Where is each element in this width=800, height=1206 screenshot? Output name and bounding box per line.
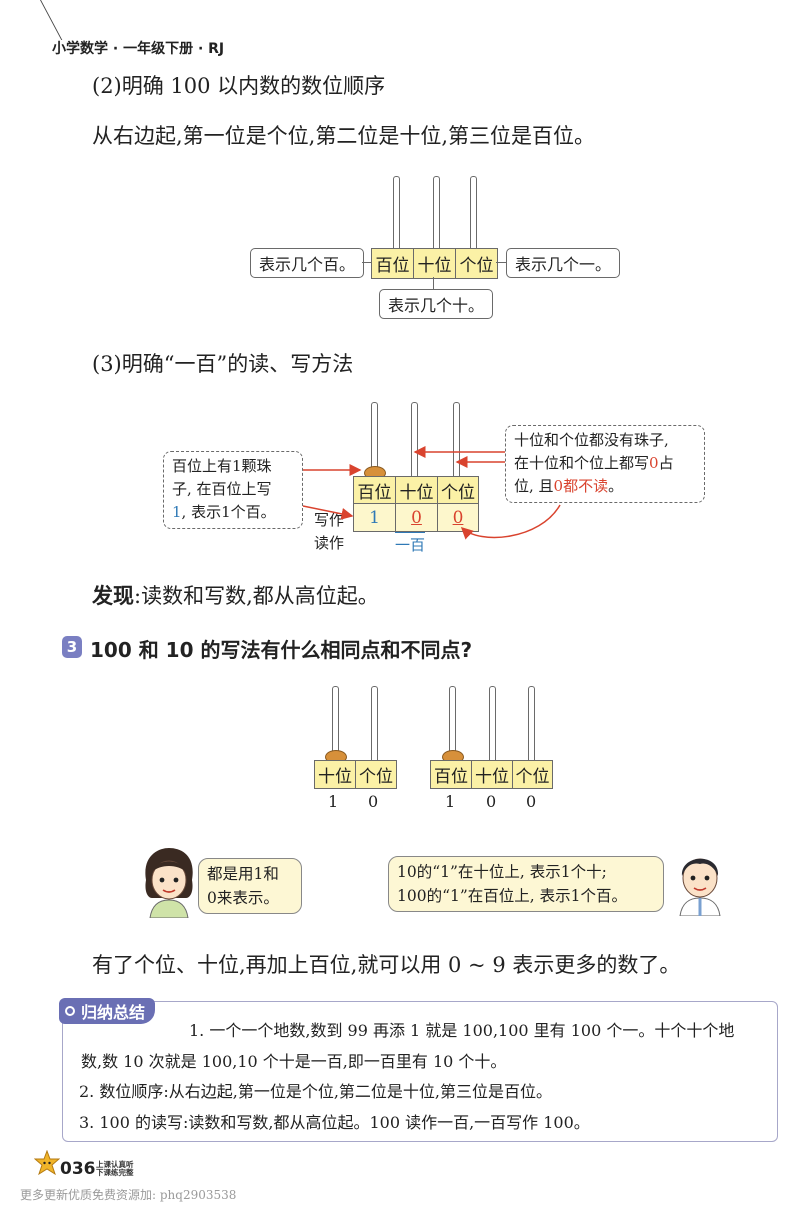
row-label-read: 读作 — [314, 534, 345, 552]
place-ones: 个位 — [441, 483, 475, 503]
place-ones: 个位 — [515, 767, 550, 787]
place-ones: 个位 — [459, 256, 494, 276]
abacus-rod — [470, 176, 477, 249]
abacus-rod — [433, 176, 440, 249]
abacus-rod — [411, 402, 418, 477]
digit-ones: 0 — [368, 792, 379, 811]
summary-badge: 归纳总结 — [59, 998, 156, 1024]
digit-tens: 1 — [328, 792, 339, 811]
row-label-write: 写作 — [314, 511, 345, 529]
digit-hundreds: 1 — [445, 792, 456, 811]
discovery: 发现:读数和写数,都从高位起。 — [92, 580, 379, 610]
boy-avatar — [679, 858, 721, 916]
girl-avatar — [145, 848, 193, 918]
place-hundreds: 百位 — [372, 249, 414, 278]
summary-line-1a: 1. 一个一个地数,数到 99 再添 1 就是 100,100 里有 100 个… — [189, 1021, 735, 1040]
place-value-table: 十位 个位 — [314, 760, 397, 789]
page-number: 036 — [60, 1159, 96, 1179]
place-value-table: 百位 十位 个位 — [371, 248, 498, 279]
place-tens: 十位 — [472, 761, 513, 788]
book-title: 小学数学 · 一年级下册 · RJ — [52, 41, 225, 57]
abacus-rod — [371, 686, 378, 761]
abacus-rod — [332, 686, 339, 761]
boy-speech-bubble: 10的“1”在十位上, 表示1个十; 100的“1”在百位上, 表示1个百。 — [388, 856, 664, 912]
section2-heading: (2)明确 100 以内数的数位顺序 — [92, 74, 386, 98]
abacus-rod — [489, 686, 496, 761]
digit-ones: 0 — [452, 507, 464, 528]
abacus-rod — [528, 686, 535, 761]
digit-tens: 0 — [396, 504, 438, 531]
girl-speech-bubble: 都是用1和 0来表示。 — [198, 858, 302, 914]
abacus-rod — [393, 176, 400, 249]
summary-line-2: 2. 数位顺序:从右边起,第一位是个位,第二位是十位,第三位是百位。 — [79, 1082, 553, 1101]
label-hundreds: 表示几个百。 — [250, 248, 364, 278]
place-tens: 十位 — [315, 761, 356, 788]
watermark: 更多更新优质免费资源加: phq2903538 — [20, 1188, 237, 1202]
place-tens: 十位 — [414, 249, 456, 278]
discovery-text: :读数和写数,都从高位起。 — [134, 584, 379, 608]
place-tens: 十位 — [396, 477, 438, 504]
connector-line — [362, 262, 371, 263]
digit-hundreds: 1 — [354, 504, 396, 531]
label-tens: 表示几个十。 — [379, 289, 493, 319]
pointer-arrows — [302, 446, 561, 540]
place-value-table: 百位 十位 个位 — [430, 760, 553, 789]
star-mascot-icon — [34, 1150, 60, 1176]
abacus-rod — [453, 402, 460, 477]
section3-heading: (3)明确“一百”的读、写方法 — [92, 352, 354, 376]
summary-box: 归纳总结 1. 一个一个地数,数到 99 再添 1 就是 100,100 里有 … — [59, 998, 778, 1142]
place-hundreds: 百位 — [431, 761, 472, 788]
abacus-rod — [371, 402, 378, 477]
question-number-badge: 3 — [62, 636, 82, 658]
note-hundreds-bead: 百位上有1颗珠 子, 在百位上写 1, 表示1个百。 — [163, 451, 303, 529]
question3-text: 100 和 10 的写法有什么相同点和不同点? — [90, 638, 473, 662]
note-zero-placeholder: 十位和个位都没有珠子, 在十位和个位上都写0占 位, 且0都不读。 — [505, 425, 705, 503]
connector-line — [433, 277, 434, 289]
conclusion-sentence: 有了个位、十位,再加上百位,就可以用 0 ~ 9 表示更多的数了。 — [92, 953, 681, 977]
blue-one: 1 — [172, 503, 182, 521]
summary-bullet-icon — [65, 1006, 75, 1016]
place-value-table: 百位 十位 个位 — [353, 476, 479, 505]
abacus-rod — [449, 686, 456, 761]
digit-ones: 0 — [526, 792, 537, 811]
place-hundreds: 百位 — [354, 477, 396, 504]
section2-sentence: 从右边起,第一位是个位,第二位是十位,第三位是百位。 — [92, 124, 596, 148]
page-slogan: 上课认真听 下课练完整 — [96, 1160, 134, 1177]
connector-line — [496, 262, 506, 263]
summary-line-3: 3. 100 的读写:读数和写数,都从高位起。100 读作一百,一百写作 100… — [79, 1113, 590, 1132]
place-ones: 个位 — [359, 767, 393, 787]
summary-line-1b: 数,数 10 次就是 100,10 个十是一百,即一百里有 10 个十。 — [81, 1052, 507, 1071]
digit-tens: 0 — [486, 792, 497, 811]
label-ones: 表示几个一。 — [506, 248, 620, 278]
digit-row: 1 0 0 — [353, 503, 479, 532]
discovery-label: 发现 — [92, 584, 134, 608]
reading-one-hundred: 一百 — [395, 532, 426, 555]
